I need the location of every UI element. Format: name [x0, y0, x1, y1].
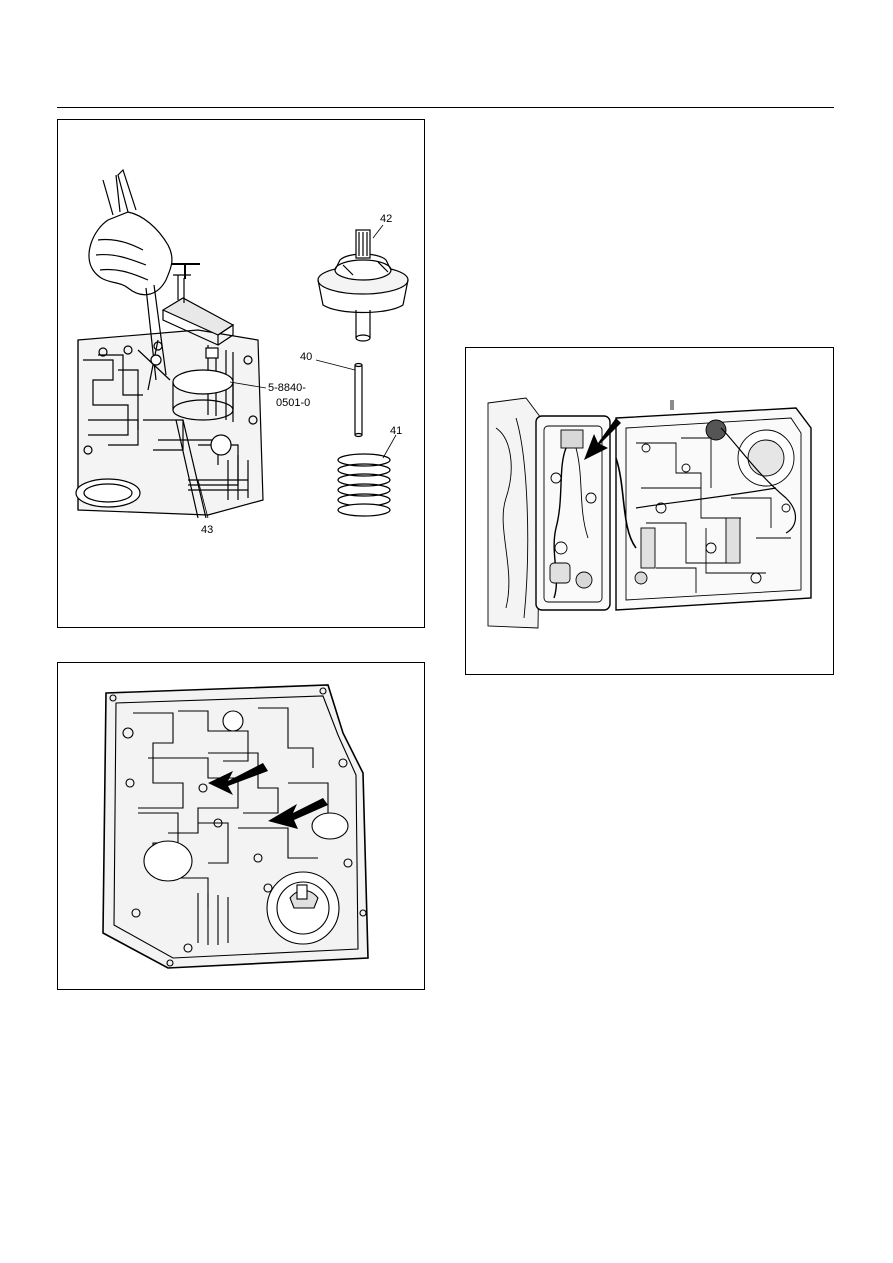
callout-42: 42	[380, 213, 392, 225]
arrow-left-icon	[208, 763, 268, 795]
arrow-icon	[584, 418, 621, 460]
header-rule	[57, 107, 834, 108]
arrow-right-icon	[268, 798, 328, 829]
callout-40: 40	[300, 351, 312, 363]
callout-41: 41	[390, 425, 402, 437]
callout-tool-number-line2: 0501-0	[276, 397, 310, 409]
valve-body-illustration	[102, 684, 369, 969]
wiring-harness-illustration	[487, 397, 812, 629]
callout-43: 43	[201, 524, 213, 536]
figure-accumulator-removal: 42 40 41 43 5-8840- 0501-0	[57, 119, 425, 628]
callout-tool-number-line1: 5-8840-	[268, 382, 306, 394]
figure-wiring-harness	[465, 347, 834, 675]
accumulator-removal-illustration: 42 40 41 43 5-8840- 0501-0	[75, 168, 409, 536]
figure-valve-body-arrows	[57, 662, 425, 990]
